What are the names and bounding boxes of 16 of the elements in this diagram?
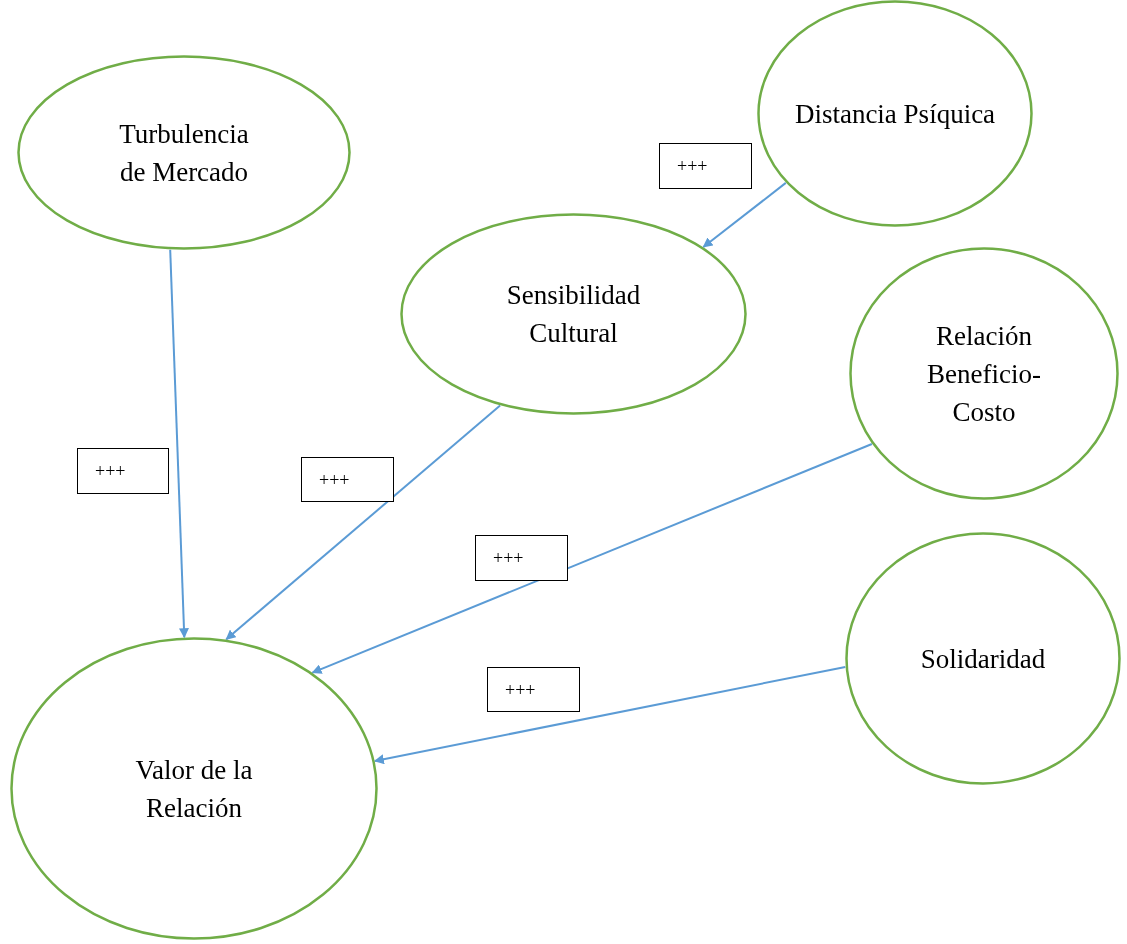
edge-label: +++ <box>475 535 568 581</box>
node-label: Relación Beneficio-Costo <box>926 319 1042 429</box>
node-label: Valor de la Relación <box>134 753 254 825</box>
node-label: Sensibilidad Cultural <box>505 279 642 350</box>
node-label: Distancia Psíquica <box>793 97 997 131</box>
arrow <box>311 443 873 674</box>
edge-label: +++ <box>659 143 752 189</box>
arrow <box>169 248 189 639</box>
node-label: Solidaridad <box>919 642 1047 676</box>
arrow <box>225 404 502 641</box>
edge-label: +++ <box>77 448 169 494</box>
arrow <box>702 181 787 248</box>
node-label: Turbulencia de Mercado <box>118 117 250 189</box>
edge-label: +++ <box>301 457 394 502</box>
edge-label: +++ <box>487 667 580 712</box>
arrow <box>373 665 847 765</box>
